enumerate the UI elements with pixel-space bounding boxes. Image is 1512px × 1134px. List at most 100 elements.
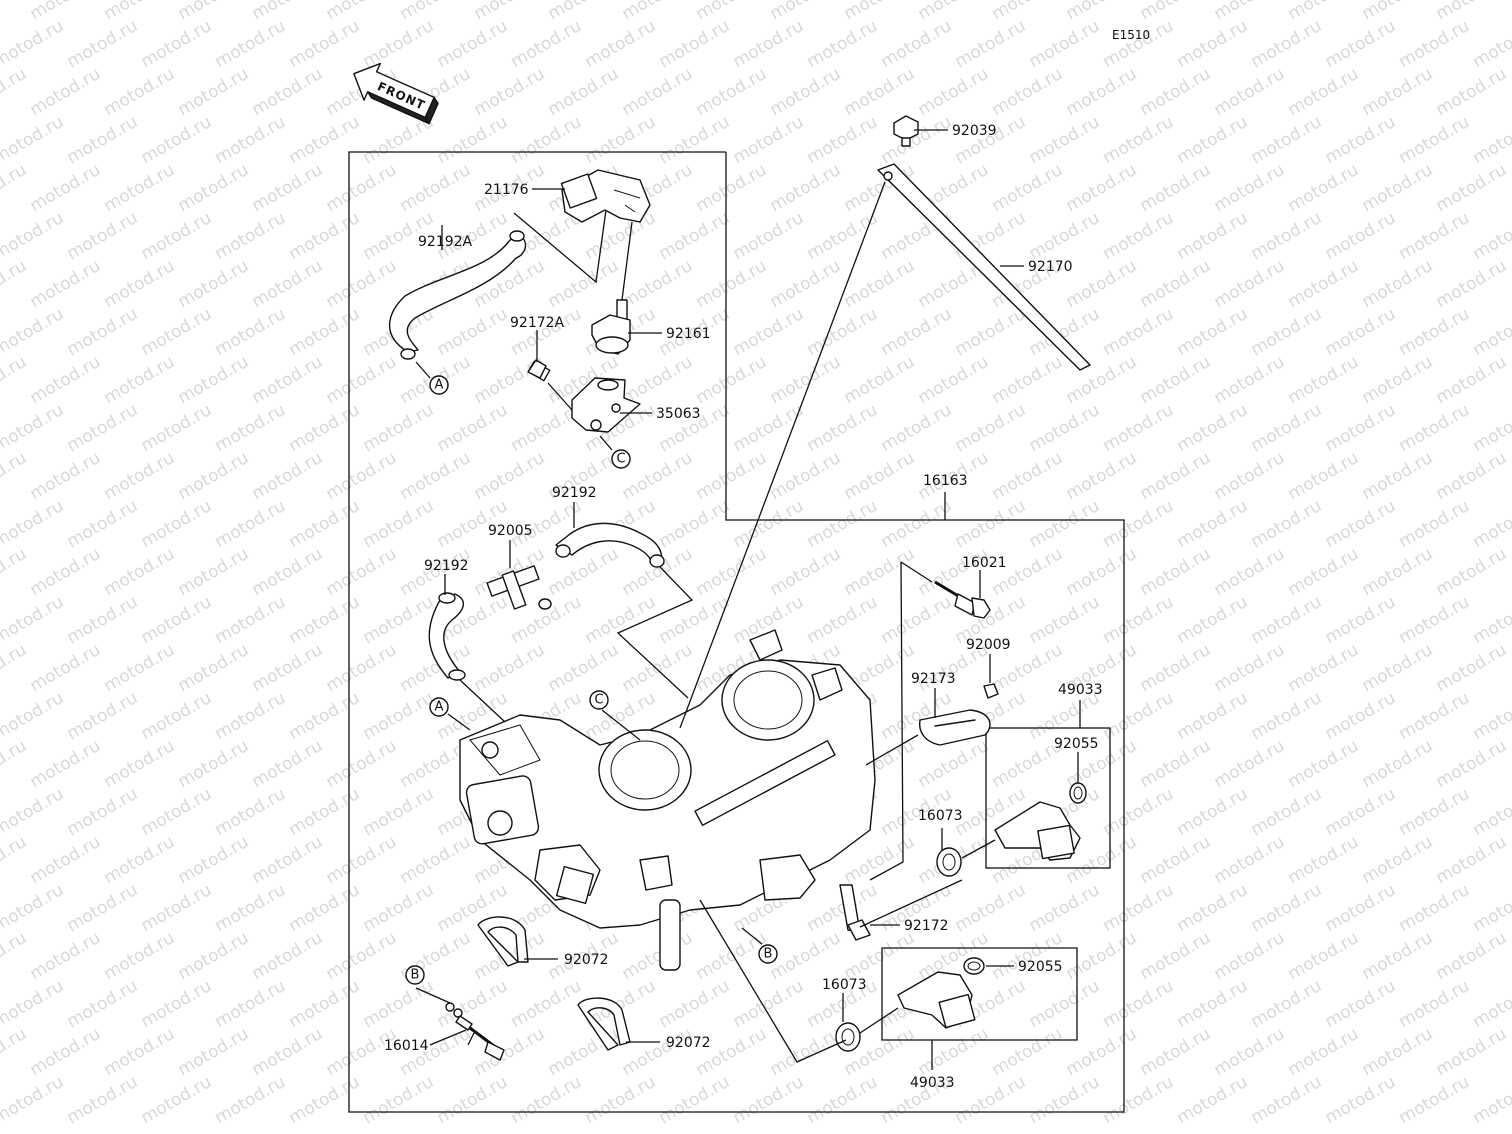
watermark-text: motod.ru bbox=[1100, 208, 1178, 264]
watermark-text: motod.ru bbox=[1359, 832, 1437, 888]
watermark-text: motod.ru bbox=[249, 832, 327, 888]
watermark-text: motod.ru bbox=[841, 0, 919, 24]
part-label-92172: 92172 bbox=[904, 918, 949, 934]
part-label-92172A: 92172A bbox=[510, 315, 565, 331]
watermark-text: motod.ru bbox=[101, 256, 179, 312]
watermark-text: motod.ru bbox=[545, 640, 623, 696]
watermark-text: motod.ru bbox=[1211, 0, 1289, 24]
watermark-text: motod.ru bbox=[175, 448, 253, 504]
watermark-text: motod.ru bbox=[1211, 640, 1289, 696]
watermark-text: motod.ru bbox=[1433, 1024, 1511, 1080]
watermark-text: motod.ru bbox=[138, 16, 216, 72]
watermark-text: motod.ru bbox=[1470, 784, 1512, 840]
watermark-text: motod.ru bbox=[1137, 160, 1215, 216]
watermark-text: motod.ru bbox=[804, 496, 882, 552]
watermark-text: motod.ru bbox=[397, 160, 475, 216]
watermark-text: motod.ru bbox=[989, 64, 1067, 120]
watermark-text: motod.ru bbox=[1063, 544, 1141, 600]
watermark-text: motod.ru bbox=[101, 928, 179, 984]
screw-92172A bbox=[527, 359, 551, 382]
watermark-text: motod.ru bbox=[693, 928, 771, 984]
watermark-text: motod.ru bbox=[1396, 976, 1474, 1032]
watermark-text: motod.ru bbox=[471, 448, 549, 504]
watermark-text: motod.ru bbox=[249, 0, 327, 24]
watermark-text: motod.ru bbox=[656, 16, 734, 72]
watermark-text: motod.ru bbox=[323, 544, 401, 600]
watermark-text: motod.ru bbox=[1322, 208, 1400, 264]
watermark-text: motod.ru bbox=[286, 16, 364, 72]
watermark-text: motod.ru bbox=[360, 16, 438, 72]
watermark-text: motod.ru bbox=[989, 544, 1067, 600]
watermark-text: motod.ru bbox=[138, 304, 216, 360]
watermark-text: motod.ru bbox=[397, 448, 475, 504]
watermark-text: motod.ru bbox=[878, 16, 956, 72]
watermark-text: motod.ru bbox=[434, 112, 512, 168]
watermark-text: motod.ru bbox=[841, 928, 919, 984]
svg-text:C: C bbox=[616, 452, 625, 467]
hose-92192A bbox=[388, 235, 527, 353]
watermark-text: motod.ru bbox=[989, 448, 1067, 504]
watermark-text: motod.ru bbox=[27, 640, 105, 696]
svg-text:B: B bbox=[411, 968, 420, 983]
watermark-text: motod.ru bbox=[138, 976, 216, 1032]
part-label-92173: 92173 bbox=[911, 671, 956, 687]
ref-circle-A1: A bbox=[429, 375, 449, 395]
watermark-text: motod.ru bbox=[0, 784, 67, 840]
watermark-text: motod.ru bbox=[1396, 304, 1474, 360]
watermark-text: motod.ru bbox=[397, 0, 475, 24]
watermark-text: motod.ru bbox=[175, 736, 253, 792]
watermark-text: motod.ru bbox=[804, 16, 882, 72]
watermark-text: motod.ru bbox=[212, 592, 290, 648]
watermark-text: motod.ru bbox=[360, 1072, 438, 1128]
watermark-text: motod.ru bbox=[619, 256, 697, 312]
watermark-text: motod.ru bbox=[1285, 64, 1363, 120]
bracket-35063 bbox=[571, 377, 641, 433]
watermark-text: motod.ru bbox=[249, 736, 327, 792]
watermark-text: motod.ru bbox=[1433, 832, 1511, 888]
watermark-text: motod.ru bbox=[1433, 448, 1511, 504]
watermark-text: motod.ru bbox=[1174, 880, 1252, 936]
watermark-text: motod.ru bbox=[0, 352, 30, 408]
watermark-text: motod.ru bbox=[212, 784, 290, 840]
watermark-text: motod.ru bbox=[434, 1072, 512, 1128]
watermark-text: motod.ru bbox=[64, 304, 142, 360]
watermark-text: motod.ru bbox=[249, 256, 327, 312]
watermark-text: motod.ru bbox=[952, 880, 1030, 936]
watermark-text: motod.ru bbox=[1211, 160, 1289, 216]
part-label-92161: 92161 bbox=[666, 326, 711, 342]
watermark-text: motod.ru bbox=[1470, 976, 1512, 1032]
watermark-text: motod.ru bbox=[27, 544, 105, 600]
watermark-text: motod.ru bbox=[286, 400, 364, 456]
watermark-text: motod.ru bbox=[1248, 16, 1326, 72]
watermark-text: motod.ru bbox=[1063, 448, 1141, 504]
watermark-text: motod.ru bbox=[1470, 112, 1512, 168]
seal-16073-top bbox=[936, 847, 962, 877]
watermark-text: motod.ru bbox=[1063, 64, 1141, 120]
watermark-text: motod.ru bbox=[730, 304, 808, 360]
watermark-text: motod.ru bbox=[1174, 208, 1252, 264]
stopper-92161 bbox=[591, 299, 631, 355]
watermark-text: motod.ru bbox=[1026, 16, 1104, 72]
watermark-text: motod.ru bbox=[1026, 592, 1104, 648]
watermark-text: motod.ru bbox=[804, 112, 882, 168]
watermark-text: motod.ru bbox=[286, 1072, 364, 1128]
watermark-text: motod.ru bbox=[767, 352, 845, 408]
watermark-text: motod.ru bbox=[730, 16, 808, 72]
part-label-16073-bottom: 16073 bbox=[822, 977, 867, 993]
watermark-text: motod.ru bbox=[323, 736, 401, 792]
watermark-text: motod.ru bbox=[1396, 880, 1474, 936]
watermark-text: motod.ru bbox=[508, 304, 586, 360]
watermark-text: motod.ru bbox=[1285, 640, 1363, 696]
watermark-text: motod.ru bbox=[471, 1024, 549, 1080]
watermark-text: motod.ru bbox=[0, 64, 30, 120]
watermark-text: motod.ru bbox=[1359, 1024, 1437, 1080]
watermark-text: motod.ru bbox=[0, 496, 67, 552]
watermark-text: motod.ru bbox=[1248, 400, 1326, 456]
watermark-text: motod.ru bbox=[1137, 256, 1215, 312]
watermark-text: motod.ru bbox=[1174, 496, 1252, 552]
band-92072-b bbox=[577, 997, 631, 1051]
watermark-text: motod.ru bbox=[1359, 928, 1437, 984]
watermark-text: motod.ru bbox=[27, 160, 105, 216]
watermark-text: motod.ru bbox=[545, 256, 623, 312]
watermark-text: motod.ru bbox=[767, 448, 845, 504]
